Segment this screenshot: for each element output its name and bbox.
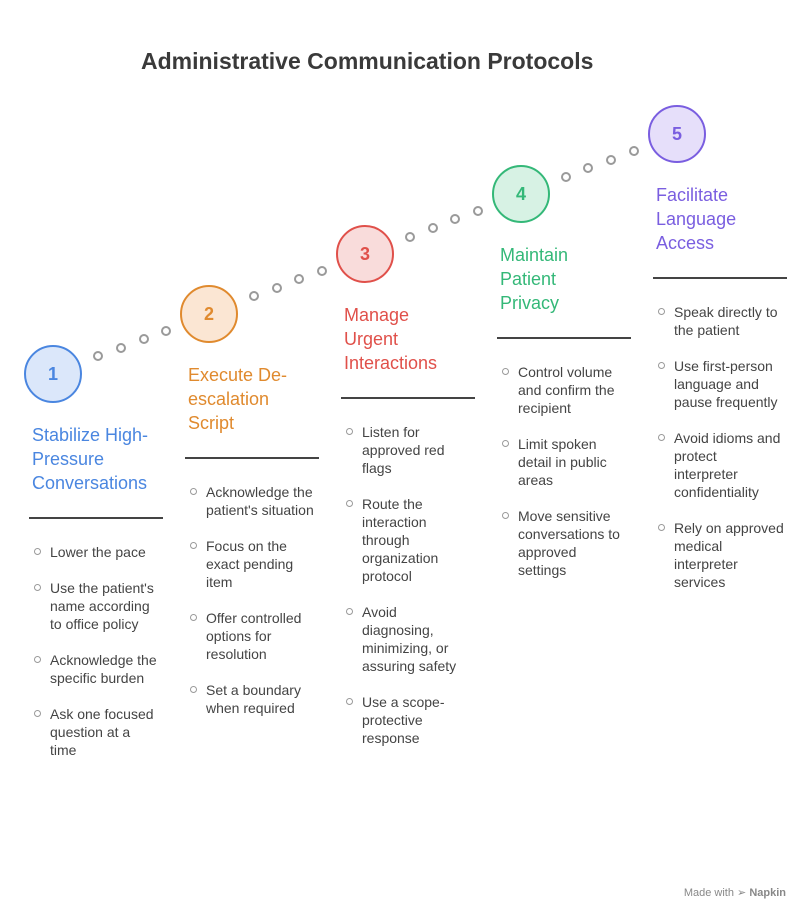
- step-2-heading: Execute De- escalation Script: [188, 363, 287, 435]
- step-1-divider: [29, 517, 163, 519]
- list-item: Control volume and confirm the recipient: [500, 363, 628, 417]
- napkin-logo-icon: ➢: [737, 887, 747, 899]
- connector-dot: [561, 172, 571, 182]
- connector-dot: [473, 206, 483, 216]
- step-4-number: 4: [515, 183, 526, 204]
- heading-line: Manage: [344, 305, 410, 325]
- heading-line: Language: [656, 209, 737, 229]
- list-item: Speak directly to the patient: [656, 303, 784, 339]
- list-item: Limit spoken detail in public areas: [500, 435, 628, 489]
- step-3-list: Listen for approved red flags Route the …: [344, 423, 472, 765]
- heading-line: Conversations: [32, 473, 148, 493]
- list-item: Acknowledge the patient's situation: [188, 483, 316, 519]
- connector-dot: [428, 223, 438, 233]
- list-item: Focus on the exact pending item: [188, 537, 316, 591]
- list-item: Use a scope-protective response: [344, 693, 472, 747]
- step-2-number: 2: [203, 303, 214, 324]
- heading-line: Interactions: [344, 353, 438, 373]
- connector-dot: [116, 343, 126, 353]
- footer-prefix: Made with: [683, 887, 734, 899]
- heading-line: Access: [656, 233, 715, 253]
- list-item: Offer controlled options for resolution: [188, 609, 316, 663]
- step-3-badge: 3: [336, 225, 394, 283]
- step-1-heading: Stabilize High- Pressure Conversations: [32, 423, 148, 495]
- step-5-number: 5: [671, 123, 682, 144]
- heading-line: Facilitate: [656, 185, 729, 205]
- step-4-divider: [497, 337, 631, 339]
- list-item: Use the patient's name according to offi…: [32, 579, 160, 633]
- list-item: Move sensitive conversations to approved…: [500, 507, 628, 579]
- list-item: Set a boundary when required: [188, 681, 316, 717]
- heading-line: Patient: [500, 269, 557, 289]
- connector-dot: [583, 163, 593, 173]
- step-5-list: Speak directly to the patient Use first-…: [656, 303, 784, 609]
- heading-line: escalation: [188, 389, 270, 409]
- heading-line: Maintain: [500, 245, 569, 265]
- list-item: Acknowledge the specific burden: [32, 651, 160, 687]
- step-3-heading: Manage Urgent Interactions: [344, 303, 437, 375]
- footer-credit: Made with ➢ Napkin: [684, 886, 786, 899]
- step-4-heading: Maintain Patient Privacy: [500, 243, 568, 315]
- connector-dot: [450, 214, 460, 224]
- step-2-badge: 2: [180, 285, 238, 343]
- list-item: Avoid diagnosing, minimizing, or assurin…: [344, 603, 472, 675]
- heading-line: Urgent: [344, 329, 399, 349]
- list-item: Listen for approved red flags: [344, 423, 472, 477]
- list-item: Ask one focused question at a time: [32, 705, 160, 759]
- step-4-badge: 4: [492, 165, 550, 223]
- connector-dot: [629, 146, 639, 156]
- step-3-divider: [341, 397, 475, 399]
- list-item: Route the interaction through organizati…: [344, 495, 472, 585]
- step-4-list: Control volume and confirm the recipient…: [500, 363, 628, 597]
- step-1-list: Lower the pace Use the patient's name ac…: [32, 543, 160, 777]
- step-5-heading: Facilitate Language Access: [656, 183, 736, 255]
- list-item: Lower the pace: [32, 543, 160, 561]
- connector-dot: [272, 283, 282, 293]
- connector-dot: [317, 266, 327, 276]
- list-item: Rely on approved medical interpreter ser…: [656, 519, 784, 591]
- step-2-divider: [185, 457, 319, 459]
- step-2-list: Acknowledge the patient's situation Focu…: [188, 483, 316, 735]
- list-item: Use first-person language and pause freq…: [656, 357, 784, 411]
- connector-dot: [139, 334, 149, 344]
- connector-dot: [161, 326, 171, 336]
- page-title: Administrative Communication Protocols: [141, 48, 594, 74]
- heading-line: Execute De-: [188, 365, 288, 385]
- connector-dot: [606, 155, 616, 165]
- heading-line: Script: [188, 413, 235, 433]
- step-3-number: 3: [359, 243, 370, 264]
- footer-brand: Napkin: [749, 887, 786, 899]
- connector-dot: [249, 291, 259, 301]
- step-1-badge: 1: [24, 345, 82, 403]
- heading-line: Pressure: [32, 449, 105, 469]
- connector-dot: [405, 232, 415, 242]
- step-5-badge: 5: [648, 105, 706, 163]
- connector-dot: [294, 274, 304, 284]
- step-5-divider: [653, 277, 787, 279]
- step-1-number: 1: [47, 363, 58, 384]
- heading-line: Privacy: [500, 293, 560, 313]
- list-item: Avoid idioms and protect interpreter con…: [656, 429, 784, 501]
- heading-line: Stabilize High-: [32, 425, 149, 445]
- connector-dot: [93, 351, 103, 361]
